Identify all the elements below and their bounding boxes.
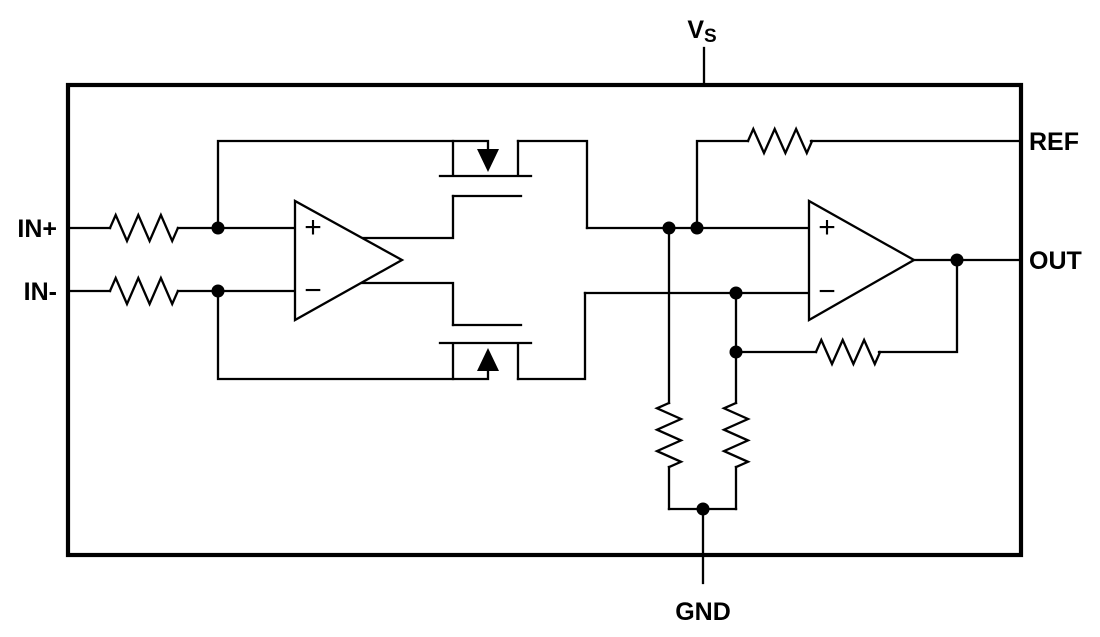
pin-label-ref: REF	[1029, 128, 1079, 156]
junction-dot-gnd	[696, 502, 710, 516]
mosfet-top-symbol	[438, 139, 533, 198]
junction-dot-in-plus	[211, 221, 225, 235]
mosfet-bottom-drain-wire	[516, 291, 587, 381]
resistor-in-minus	[108, 275, 180, 307]
opamp1-to-top-gate-wire	[359, 194, 455, 240]
mosfet-bottom-symbol	[438, 323, 533, 381]
junction-dot-in-minus	[211, 284, 225, 298]
pin-label-in-plus: IN+	[17, 215, 57, 243]
resistor-r3	[654, 401, 684, 469]
opamp2-minus-sign: −	[818, 275, 836, 308]
junction-dot-out	[950, 253, 964, 267]
junction-dot-minus-input	[729, 286, 743, 300]
mosfet-bottom-body-arrow-icon	[477, 348, 499, 371]
resistor-r4	[721, 401, 751, 469]
opamp-input-stage	[293, 199, 405, 322]
resistor-in-plus	[108, 212, 180, 244]
pin-label-in-minus: IN-	[24, 278, 57, 306]
opamp-output-stage	[807, 199, 917, 322]
resistor-feedback	[814, 337, 882, 367]
pin-label-vs: VS	[687, 16, 716, 47]
in-plus-top-rail	[216, 139, 490, 230]
resistor-ref	[746, 126, 814, 156]
feedback-down-wire	[877, 258, 959, 354]
opamp1-plus-sign: +	[304, 211, 322, 244]
opamp2-plus-sign: +	[818, 211, 836, 244]
junction-dot-feedback	[729, 345, 743, 359]
mosfet-top-body-arrow-icon	[477, 149, 499, 172]
ic-boundary-box	[65, 82, 1024, 558]
opamp1-to-bottom-gate-wire	[359, 281, 455, 327]
opamp1-minus-sign: −	[304, 274, 322, 307]
junction-dot-ref-tap	[690, 221, 704, 235]
pin-label-gnd: GND	[675, 598, 731, 626]
mosfet-top-drain-wire	[516, 139, 589, 230]
ref-branch-wire	[695, 139, 750, 230]
pin-label-out: OUT	[1029, 247, 1082, 275]
in-minus-bottom-rail	[216, 289, 490, 381]
junction-dot-r3-tap	[662, 221, 676, 235]
